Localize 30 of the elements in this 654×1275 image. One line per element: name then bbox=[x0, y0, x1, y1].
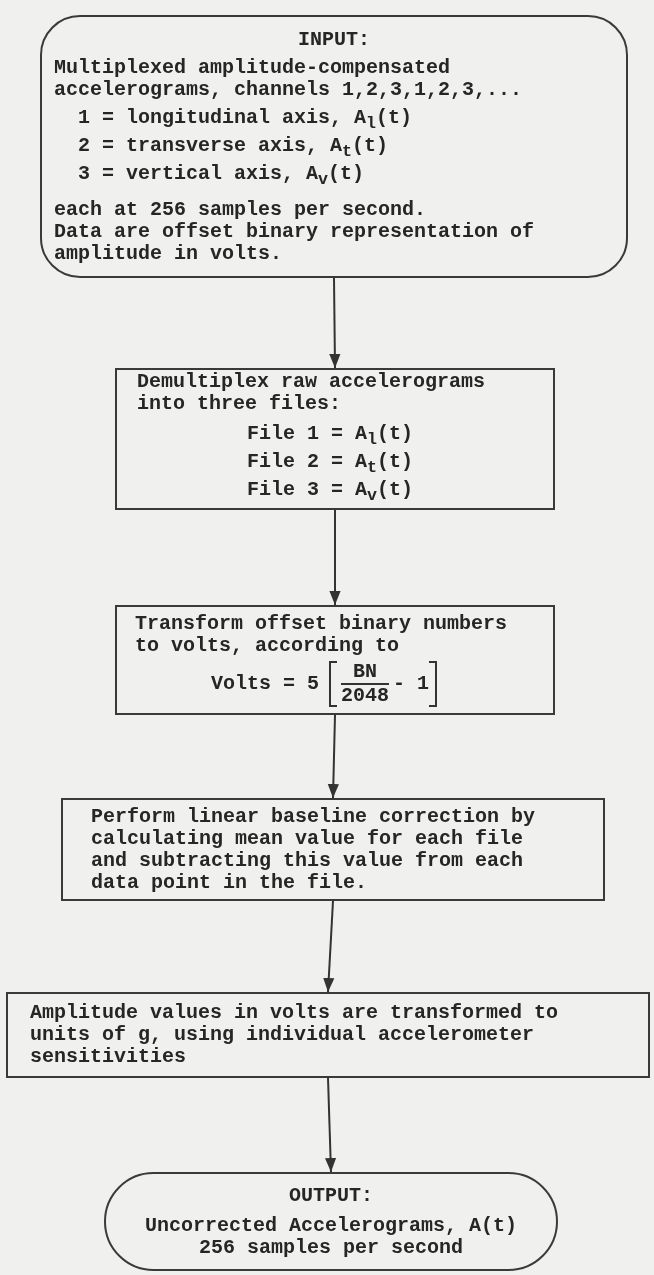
arrow bbox=[329, 277, 341, 369]
process-box bbox=[61, 798, 605, 901]
formula-term: - 1 bbox=[393, 673, 430, 695]
description-text: Amplitude values in volts are transformed to units of g, using individual accelerometer sensitivities bbox=[30, 1002, 560, 1068]
process-box bbox=[115, 605, 555, 715]
description-text: Demultiplex raw accelerograms into three files: bbox=[137, 371, 487, 415]
description-text: Uncorrected Accelerograms, A(t) 256 samples per second bbox=[144, 1214, 518, 1259]
terminal-heading: OUTPUT: bbox=[288, 1184, 374, 1207]
axis-definition: 3 = vertical axis, A$_{v}$(t) bbox=[77, 162, 366, 191]
formula-term: Volts = 5 bbox=[210, 673, 319, 695]
arrow bbox=[327, 714, 339, 799]
process-box bbox=[115, 368, 555, 510]
axis-definition: 2 = transverse axis, A$_{t}$(t) bbox=[77, 134, 390, 163]
arrow bbox=[323, 900, 335, 993]
description-text: Perform linear baseline correction by calculating mean value for each file and subtracting this value from each data point in the file. bbox=[91, 805, 537, 894]
arrow bbox=[324, 1077, 337, 1173]
start-terminal bbox=[40, 15, 628, 278]
file-definition: File 2 = A$_{t}$(t) bbox=[246, 451, 415, 479]
process-box bbox=[6, 992, 650, 1078]
description-text: Data are offset binary representation of amplitude in volts. bbox=[54, 220, 536, 265]
description-text: each at 256 samples per second. bbox=[54, 198, 428, 221]
description-text: Multiplexed amplitude-compensated accelerograms, channels 1,2,3,1,2,3,... bbox=[54, 56, 524, 101]
terminal-heading: INPUT: bbox=[297, 28, 371, 51]
file-definition: File 1 = A$_{l}$(t) bbox=[246, 423, 415, 451]
description-text: Transform offset binary numbers to volts, according to bbox=[135, 613, 509, 657]
file-definition: File 3 = A$_{v}$(t) bbox=[246, 479, 415, 507]
arrow bbox=[329, 509, 341, 606]
numerator: BN bbox=[353, 661, 377, 683]
axis-definition: 1 = longitudinal axis, A$_{l}$(t) bbox=[77, 106, 414, 135]
denominator: 2048 bbox=[341, 685, 389, 707]
